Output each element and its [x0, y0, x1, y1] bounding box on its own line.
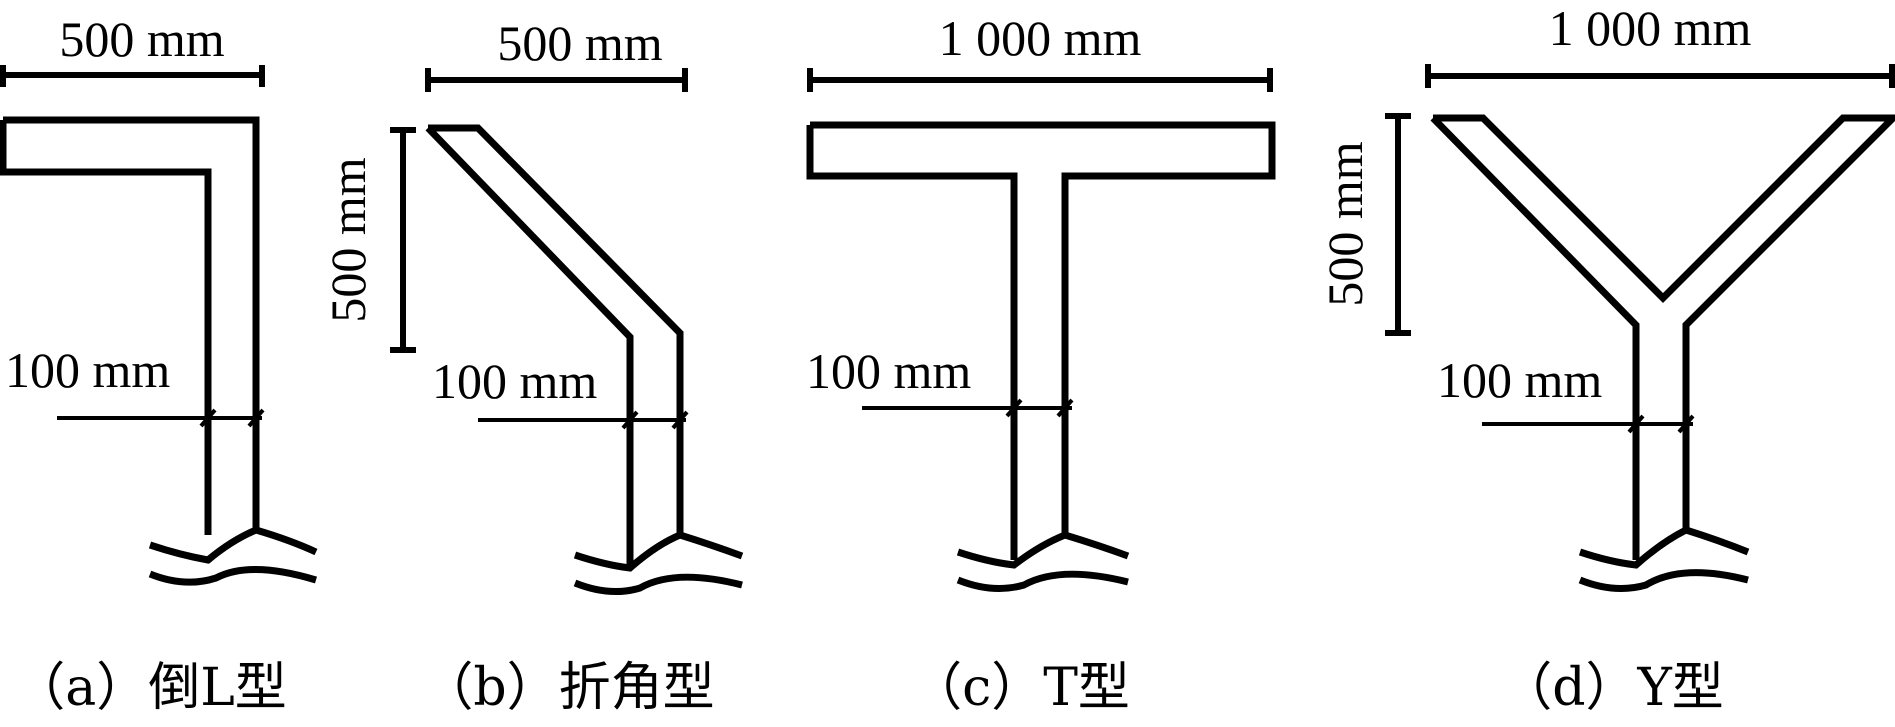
panel-d-thickness-label: 100 mm	[1437, 352, 1602, 408]
panel-c-section-outline	[806, 121, 1276, 560]
panel-b-thickness-tick-right	[671, 410, 689, 430]
panel-c-caption: （c）T型	[910, 658, 1130, 718]
panel-b-width-label: 500 mm	[497, 15, 662, 71]
panel-c-thickness-tick-left	[1005, 398, 1023, 418]
panel-b-thickness-tick-left	[621, 410, 639, 430]
panel-d-height-label: 500 mm	[1317, 141, 1373, 306]
panel-a-thickness-label: 100 mm	[5, 342, 170, 398]
panel-d-caption: （d）Y型	[1500, 658, 1724, 718]
panel-b-caption: （b）折角型	[421, 658, 714, 718]
panel-a-thickness-tick-left	[199, 408, 217, 428]
panel-d-section-outline	[1430, 114, 1895, 560]
panel-a-thickness-tick-right	[247, 408, 265, 428]
panel-a-caption: （a）倒L型	[13, 658, 287, 718]
panel-c-thickness-tick-right	[1056, 398, 1074, 418]
panel-d-y-shape: 1 000 mm 500 mm 100 mm （d）Y型	[1317, 0, 1895, 718]
panel-c-break-line-bottom	[956, 570, 1129, 592]
panel-d-break-line-top	[1578, 526, 1750, 569]
panel-a-inverted-l: 500 mm 100 mm （a）倒L型	[0, 11, 318, 718]
panel-b-height-label: 500 mm	[320, 157, 376, 322]
panel-d-break-line-bottom	[1578, 569, 1749, 592]
panel-a-break-line-top	[148, 526, 318, 564]
panel-c-thickness-label: 100 mm	[806, 343, 971, 399]
panel-d-width-label: 1 000 mm	[1549, 0, 1752, 56]
panel-a-width-label: 500 mm	[59, 11, 224, 67]
panel-b-thickness-label: 100 mm	[432, 353, 597, 409]
panel-a-section-outline	[0, 116, 260, 535]
panel-c-t-shape: 1 000 mm 100 mm （c）T型	[806, 10, 1276, 718]
panel-b-break-line-bottom	[573, 573, 743, 595]
panel-d-thickness-tick-right	[1677, 414, 1695, 434]
panel-c-width-label: 1 000 mm	[939, 10, 1142, 66]
panel-b-break-line-top	[573, 531, 744, 572]
panel-c-break-line-top	[956, 531, 1130, 569]
panel-a-break-line-bottom	[148, 565, 318, 586]
panel-d-thickness-tick-left	[1627, 414, 1645, 434]
panel-b-folded-angle: 500 mm 500 mm 100 mm （b）折角型	[320, 15, 744, 718]
panel-b-section-outline	[425, 124, 684, 565]
